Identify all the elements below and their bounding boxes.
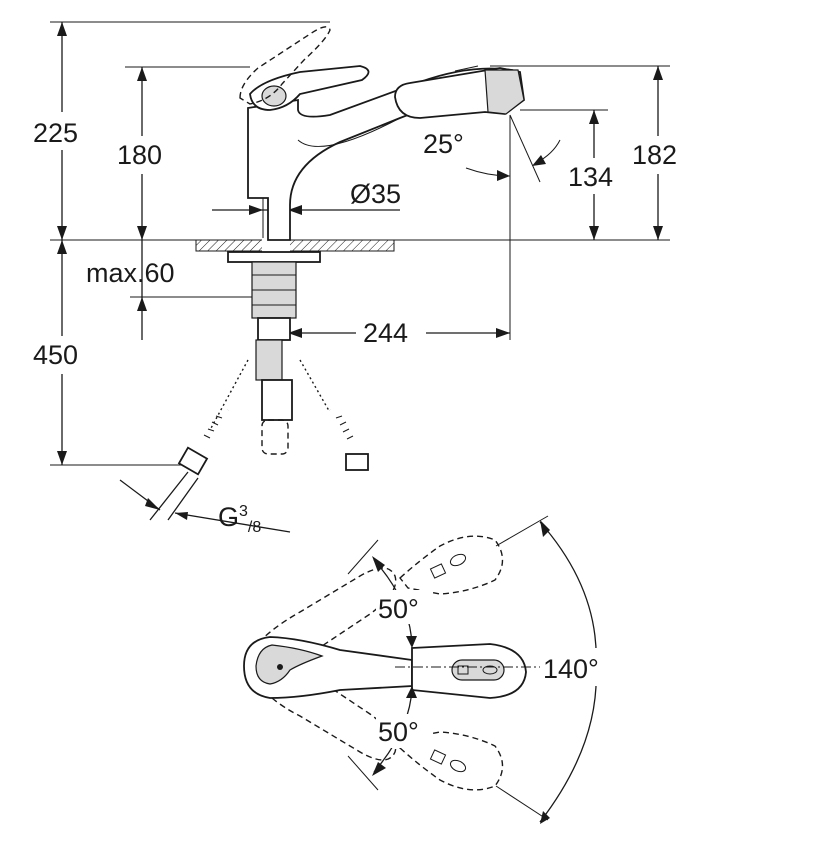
plan-handle-cap (255, 644, 324, 685)
dim-max60-label: max.60 (86, 258, 175, 288)
angle-total-label: 140° (543, 654, 599, 684)
mounting-plate (227, 251, 321, 263)
lever-handle-raised (239, 26, 331, 105)
side-elevation: 225 180 182 134 25° Ø35 (28, 21, 692, 536)
dim-35-label: Ø35 (350, 179, 401, 209)
dim-g38-label: G3/8 (218, 502, 261, 536)
plan-view: 50° 50° 140° (243, 515, 618, 824)
right-supply-hose (326, 408, 369, 471)
spray-nozzle (484, 69, 525, 115)
dim-134-label: 134 (568, 162, 613, 192)
plan-spray-button (451, 659, 505, 681)
countertop-section (195, 239, 395, 252)
handle-upper-outline (250, 567, 397, 651)
spout-upper-outline (399, 535, 504, 595)
left-supply-hose (149, 408, 231, 521)
dim-450-label: 450 (33, 340, 78, 370)
angle-upper-label: 50° (378, 594, 419, 624)
angle-lower-label: 50° (378, 717, 419, 747)
angle-ray (509, 114, 541, 183)
dim-225-label: 225 (33, 118, 78, 148)
dim-25-label: 25° (423, 129, 464, 159)
valve-connector (255, 339, 283, 381)
dim-244-label: 244 (363, 318, 408, 348)
dim-182-label: 182 (632, 140, 677, 170)
faucet-shading (297, 117, 401, 147)
dim-180-label: 180 (117, 140, 162, 170)
